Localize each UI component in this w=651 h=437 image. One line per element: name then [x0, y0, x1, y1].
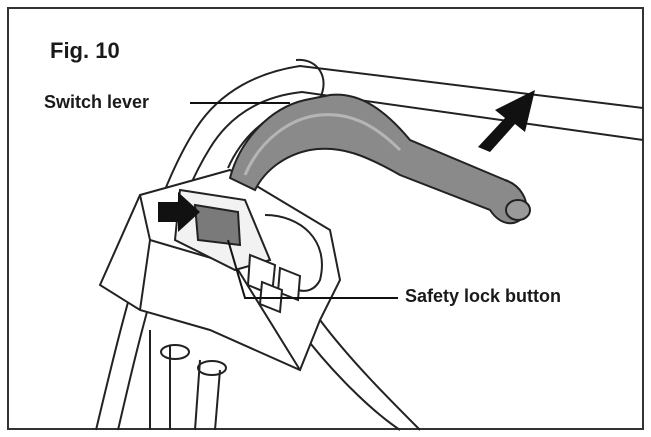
arrow-up-right-icon — [478, 90, 535, 152]
safety-lock-button-label: Safety lock button — [405, 286, 562, 306]
safety-lock-leader — [227, 239, 398, 299]
handle-tubes — [149, 319, 421, 431]
switch-lever-highlight — [243, 113, 402, 176]
switch-lever-label: Switch lever — [44, 92, 150, 112]
figure-border — [7, 7, 644, 430]
safety-lock-button — [193, 203, 242, 247]
figure-title: Fig. 10 — [50, 38, 120, 63]
arrow-right-icon — [158, 192, 200, 232]
switch-lever-end — [505, 199, 531, 221]
